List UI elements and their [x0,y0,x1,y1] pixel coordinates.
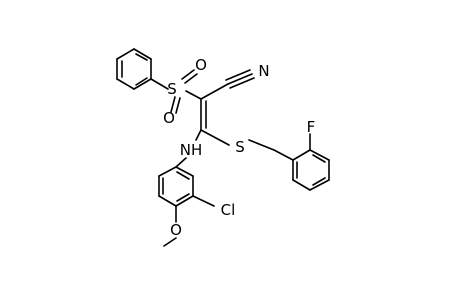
bond-thioether-ch2 [248,139,275,151]
chloromethoxyphenyl-ring [158,166,215,247]
bond-alkene-nitrile-carbon [200,83,229,100]
atom-labels: S O O N S F NH Cl O [163,56,315,239]
bond-alkene-thioether [200,129,230,146]
bond-ring-chlorine [192,195,215,207]
bond-s-o-bottom-b [175,97,181,114]
atom-label-thioether-sulfur: S [235,138,245,156]
bond-ether-oxygen-methyl [163,237,177,247]
atom-label-sulfonyl-sulfur: S [167,80,177,98]
atom-label-sulfonyl-oxygen-top: O [195,56,207,74]
bond-sulfonyl-alkene [185,90,202,100]
nitrile-bond-c [225,69,251,81]
bond-s-o-top-a [184,73,198,84]
fluorobenzyl-ring [292,133,330,191]
bonds-core [150,69,294,168]
atom-label-ether-oxygen: O [170,221,182,239]
bond-phenyl-sulfonyl [150,78,169,90]
atom-label-amine: NH [180,141,203,159]
bond-s-o-bottom-a [170,96,176,113]
atom-label-sulfonyl-oxygen-bottom: O [163,109,175,127]
atom-label-chlorine: Cl [221,201,236,219]
bond-amine-aryl [175,157,187,168]
atom-label-fluorine: F [307,118,316,136]
phenyl-ring [116,48,152,90]
bond-ch2-benzyl-ring [273,149,294,161]
bond-s-o-top-b [181,69,195,80]
nitrile-bond-b [229,77,255,89]
bond-alkene-amine [195,129,202,141]
nitrile-bond-a [227,73,253,85]
atom-label-nitrile-nitrogen: N [258,62,269,80]
